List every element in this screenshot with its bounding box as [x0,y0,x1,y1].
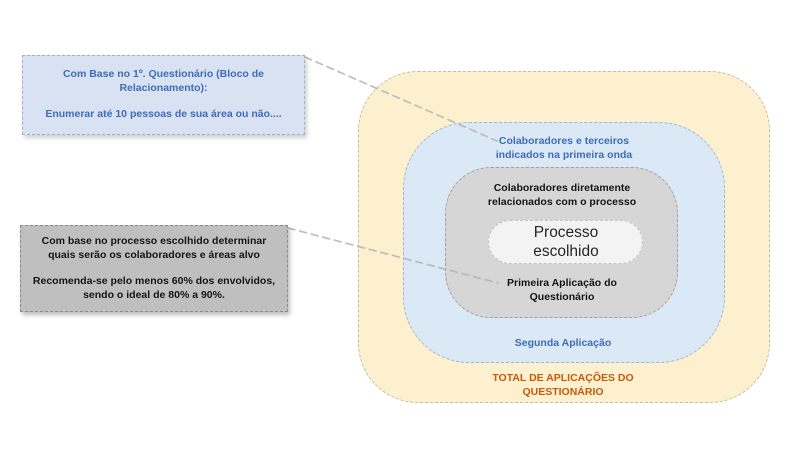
callout-processo: Com base no processo escolhido determina… [20,225,288,312]
label-processo-escolhido: Processo escolhido [533,224,599,260]
callout-processo-para2: Recomenda-se pelo menos 60% dos envolvid… [32,275,276,301]
label-primeira-aplicacao: Primeira Aplicação do Questionário [507,277,617,303]
label-colaboradores-terceiros: Colaboradores e terceiros indicados na p… [495,135,633,161]
label-colaboradores-diretamente: Colaboradores diretamente relacionados c… [487,182,637,208]
label-total-aplicacoes: TOTAL DE APLICAÇÕES DO QUESTIONÁRIO [492,372,634,398]
callout-questionario: Com Base no 1º. Questionário (Bloco de R… [22,55,305,135]
callout-questionario-para1: Com Base no 1º. Questionário (Bloco de R… [62,68,265,94]
ring-processo-escolhido [488,220,643,264]
label-segunda-aplicacao: Segunda Aplicação [514,337,612,349]
callout-questionario-para2: Enumerar até 10 pessoas de sua área ou n… [45,108,282,121]
callout-processo-para1: Com base no processo escolhido determina… [41,235,267,261]
